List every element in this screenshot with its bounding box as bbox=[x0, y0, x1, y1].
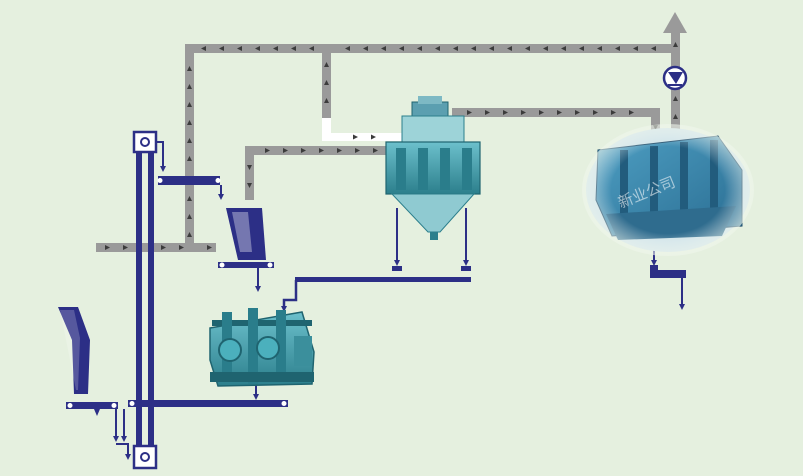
bottom-feed-conveyor bbox=[66, 402, 118, 409]
duct-left-horizontal bbox=[96, 243, 216, 252]
baghouse-discharge-chute bbox=[650, 270, 686, 278]
material-flow-lines bbox=[58, 130, 686, 470]
bag-filter bbox=[582, 124, 754, 256]
duct-chevrons-top bbox=[201, 46, 656, 51]
duct-middle-horizontal bbox=[322, 133, 402, 141]
exhaust-arrow-head bbox=[663, 12, 687, 33]
duct-cyclone-outlet bbox=[452, 108, 657, 117]
duct-chevrons-left-horizontal bbox=[105, 245, 212, 250]
screen-undersize-conveyor bbox=[128, 400, 288, 407]
elevator-discharge-chute bbox=[158, 176, 220, 185]
duct-chevrons-middle bbox=[324, 62, 376, 140]
feed-hopper bbox=[58, 307, 90, 394]
vibrating-screen bbox=[209, 308, 315, 387]
duct-chevrons-stack bbox=[673, 42, 678, 119]
cyclone-return-line bbox=[295, 277, 471, 282]
exhaust-fan bbox=[662, 65, 688, 91]
duct-left-vertical bbox=[185, 44, 194, 244]
duct-middle-white-segment bbox=[322, 118, 331, 138]
duct-middle-drop bbox=[322, 44, 331, 138]
crusher bbox=[218, 208, 274, 268]
cyclone-collector bbox=[385, 96, 481, 240]
duct-chevrons-crusher bbox=[247, 148, 378, 188]
duct-crusher-vertical bbox=[245, 146, 254, 200]
bucket-elevator bbox=[132, 130, 158, 470]
duct-chevrons-left-vertical bbox=[187, 66, 192, 237]
duct-top-main bbox=[185, 44, 676, 53]
